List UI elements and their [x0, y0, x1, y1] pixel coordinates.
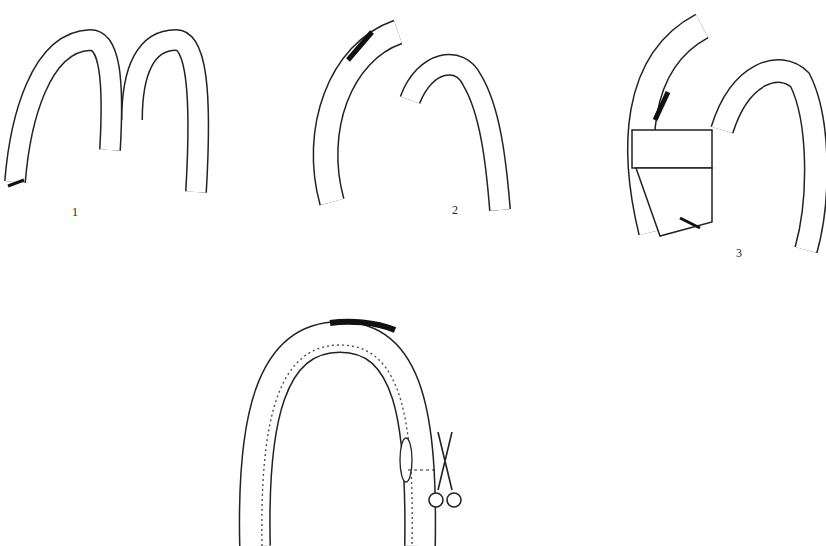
ribbon-step-2: [326, 32, 500, 210]
cut-step: [255, 322, 436, 546]
callout-number: 1: [72, 205, 78, 220]
callout-number: 2: [452, 203, 458, 218]
ribbon-step-1: [8, 40, 198, 192]
ribbon-step-3: [632, 26, 816, 250]
scissors-symbol: [429, 432, 461, 507]
callout-number: 3: [736, 246, 742, 261]
